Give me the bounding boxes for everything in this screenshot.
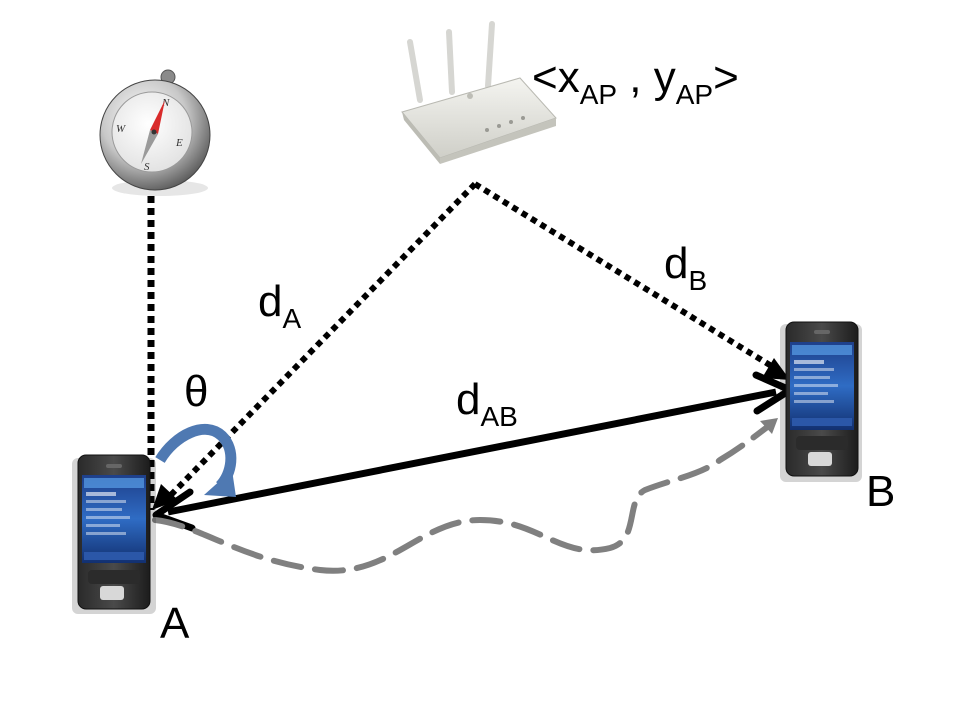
ap-coordinate-label: <xAP , yAP>: [532, 53, 739, 109]
distance-label-d-b-sub: B: [688, 265, 708, 296]
theta-symbol: θ: [184, 367, 209, 416]
walking-path-arrowhead: [760, 418, 778, 434]
svg-text:W: W: [116, 123, 126, 135]
distance-label-d-ab-base: d: [456, 375, 481, 424]
node-b-label: B: [866, 470, 895, 514]
distance-line-d-b: [473, 181, 780, 373]
wireless-router-icon: [401, 21, 557, 164]
distance-line-d-ab: [167, 388, 777, 516]
pda-phone-b: [780, 321, 862, 482]
node-a-text: A: [160, 599, 190, 648]
arrowhead-a: [152, 484, 178, 510]
walking-path: [152, 422, 773, 574]
ap-coordinate-close: >: [713, 53, 739, 102]
ap-coordinate-sub-x: AP: [579, 79, 618, 110]
distance-label-d-a-sub: A: [282, 303, 302, 334]
theta-label: θ: [184, 370, 208, 414]
distance-label-d-b-base: d: [664, 239, 689, 288]
distance-label-d-ab: dAB: [456, 375, 518, 431]
ap-coordinate-open: <x: [532, 53, 580, 102]
arrowhead-b: [762, 358, 790, 380]
distance-label-d-a: dA: [258, 277, 301, 333]
curved-arrow-icon: [155, 423, 237, 497]
compass-icon: N E S W: [99, 69, 211, 196]
distance-line-d-a: [161, 181, 478, 505]
pda-phone-a: [72, 454, 156, 614]
distance-label-d-a-base: d: [258, 277, 283, 326]
distance-label-d-b: dB: [664, 239, 707, 295]
node-a-label: A: [160, 602, 189, 646]
node-b-text: B: [866, 467, 896, 516]
distance-label-d-ab-sub: AB: [480, 401, 518, 432]
svg-text:S: S: [144, 161, 150, 173]
svg-text:E: E: [175, 137, 183, 149]
ap-coordinate-separator: , y: [617, 53, 676, 102]
svg-text:N: N: [161, 97, 170, 109]
ap-coordinate-sub-y: AP: [675, 79, 714, 110]
